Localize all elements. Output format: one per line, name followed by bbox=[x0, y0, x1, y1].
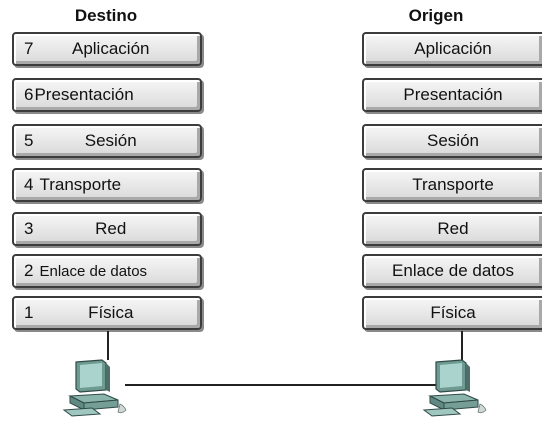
layer-label: Presentación bbox=[34, 85, 134, 104]
layer-number: 7 bbox=[24, 39, 34, 58]
src-layer-presentation: Presentación bbox=[362, 78, 542, 112]
dest-layer-presentation: 6 Presentación bbox=[12, 78, 202, 112]
destination-title: Destino bbox=[74, 6, 138, 25]
src-layer-network: Red bbox=[362, 212, 542, 246]
layer-label: Física bbox=[88, 303, 134, 322]
src-layer-transport: Transporte bbox=[362, 168, 542, 202]
layer-number: 6 bbox=[24, 85, 34, 104]
dest-layer-transport: 4 Transporte bbox=[12, 168, 202, 202]
layer-label: Sesión bbox=[84, 131, 137, 150]
src-layer-data-link: Enlace de datos bbox=[362, 254, 542, 288]
src-layer-physical: Física bbox=[362, 296, 542, 330]
layer-number: 1 bbox=[24, 303, 34, 322]
dest-layer-network: 3 Red bbox=[12, 212, 202, 246]
layer-number: 4 bbox=[24, 175, 34, 194]
source-title: Origen bbox=[408, 6, 464, 25]
layer-number: 3 bbox=[24, 219, 34, 238]
dest-layer-session: 5 Sesión bbox=[12, 124, 202, 158]
dest-layer-data-link: 2 Enlace de datos bbox=[12, 254, 202, 288]
dest-layer-physical: 1 Física bbox=[12, 296, 202, 330]
layer-label: Transporte bbox=[39, 175, 122, 194]
computer-icon bbox=[62, 359, 127, 417]
computer-icon bbox=[422, 359, 487, 417]
src-layer-application: Aplicación bbox=[362, 32, 542, 66]
src-layer-session: Sesión bbox=[362, 124, 542, 158]
layer-number: 2 bbox=[24, 261, 34, 280]
layer-number: 5 bbox=[24, 131, 34, 150]
layer-label: Aplicación bbox=[71, 39, 150, 58]
layer-label: Enlace de datos bbox=[39, 262, 148, 280]
dest-layer-application: 7 Aplicación bbox=[12, 32, 202, 66]
layer-label: Red bbox=[95, 219, 127, 238]
